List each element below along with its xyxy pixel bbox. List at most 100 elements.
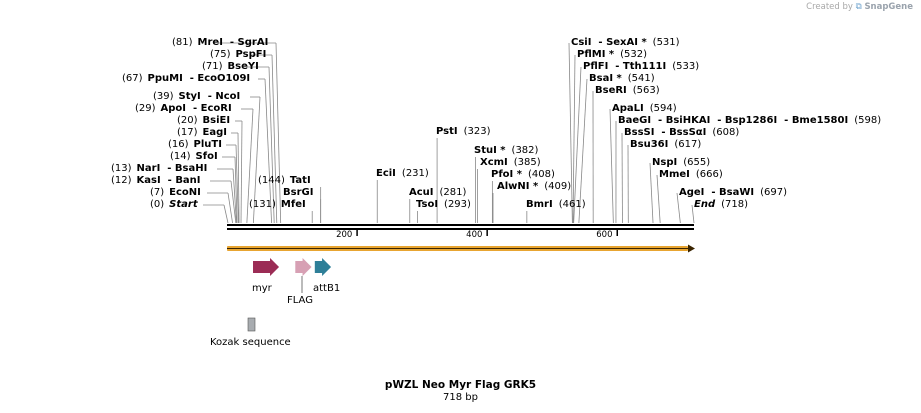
leader-line (230, 180, 237, 224)
feature-label-flag: FLAG (287, 295, 313, 306)
enzyme-name: End (694, 199, 716, 210)
leader-line (235, 144, 239, 224)
enzyme-site-label[interactable]: (39)StyI - NcoI (153, 91, 241, 102)
enzyme-site-label[interactable]: BmrI(461) (526, 199, 586, 211)
leader-line (609, 108, 614, 224)
enzyme-site-label[interactable]: BssSI - BssSαI(608) (624, 127, 740, 138)
enzyme-site-label[interactable]: StuI *(382) (474, 145, 538, 157)
enzyme-site-label[interactable]: BseRI(563) (595, 85, 660, 97)
enzyme-name: PflFI (583, 61, 609, 72)
feature-arrow-myr (253, 258, 280, 276)
enzyme-name: EagI (202, 127, 227, 138)
site-position: (408) (527, 169, 555, 180)
enzyme-site-label[interactable]: NspI(655) (652, 157, 710, 169)
site-position: (144) (258, 175, 285, 186)
enzyme-name: BmrI (526, 199, 553, 210)
enzyme-site-label[interactable]: BaeGI - BsiHKAI - Bsp1286I - Bme1580I(59… (618, 115, 882, 126)
enzyme-name: SgrAI (237, 37, 269, 48)
leader-line (275, 42, 282, 224)
enzyme-site-label[interactable]: PfoI *(408) (491, 169, 555, 181)
site-position: (13) (111, 163, 132, 174)
enzyme-name: TsoI (416, 199, 439, 210)
leader-line (578, 78, 588, 224)
enzyme-site-label[interactable]: (12)KasI - BanI (111, 175, 201, 186)
leader-line (252, 96, 261, 224)
site-position: (12) (111, 175, 132, 186)
leader-line (691, 204, 695, 224)
enzyme-site-label[interactable]: ApaLI(594) (612, 103, 677, 115)
enzyme-site-label[interactable]: (13)NarI - BsaHI (111, 163, 208, 174)
leader-line (568, 42, 573, 224)
enzyme-name: AcuI (409, 187, 434, 198)
enzyme-site-label[interactable]: (81)MreI - SgrAI (172, 37, 269, 48)
site-position: (131) (249, 199, 276, 210)
enzyme-name: SexAI * (606, 37, 647, 48)
site-position: (16) (168, 139, 189, 150)
site-position: (617) (674, 139, 702, 150)
site-position: (563) (632, 85, 660, 96)
enzyme-site-label[interactable]: PstI(323) (436, 126, 491, 138)
enzyme-name: Bsp1286I (724, 115, 778, 126)
enzyme-name: Bme1580I (791, 115, 849, 126)
enzyme-site-label[interactable]: (144) TatI (258, 175, 311, 187)
site-position: (697) (760, 187, 787, 198)
site-position: (594) (649, 103, 677, 114)
enzyme-site-label[interactable]: End(718) (694, 199, 748, 211)
enzyme-name: BanI (175, 175, 201, 186)
leader-line (223, 204, 229, 224)
enzyme-name: EcoRI (200, 103, 232, 114)
enzyme-site-label[interactable]: BsrGI (283, 187, 313, 199)
enzyme-name: BsaI * (589, 73, 622, 84)
enzyme-site-label[interactable]: (16)PluTI (168, 139, 222, 151)
enzyme-site-label[interactable]: (75)PspFI (210, 49, 266, 61)
site-position: (231) (401, 168, 429, 179)
site-position: (14) (170, 151, 191, 162)
enzyme-site-label[interactable]: AcuI(281) (409, 187, 466, 199)
site-position: (20) (177, 115, 198, 126)
enzyme-site-label[interactable]: (67)PpuMI - EcoO109I (122, 73, 251, 84)
enzyme-site-label[interactable]: EciI (231) (376, 168, 429, 180)
enzyme-name: BsaWI (719, 187, 755, 198)
enzyme-site-label[interactable]: MmeI(666) (659, 169, 723, 181)
enzyme-site-label[interactable]: (29)ApoI - EcoRI (135, 103, 232, 114)
enzyme-name: KasI (136, 175, 161, 186)
leader-line (227, 192, 233, 224)
backbone-bottom-strand (227, 228, 694, 230)
enzyme-site-label[interactable]: (17)EagI (177, 127, 227, 139)
plasmid-name: pWZL Neo Myr Flag GRK5 (384, 379, 537, 391)
leader-line (573, 66, 582, 224)
enzyme-site-label[interactable]: TsoI(293) (416, 199, 471, 211)
enzyme-site-label[interactable]: (20) BsiEI (177, 115, 230, 127)
enzyme-name: Start (169, 199, 198, 210)
enzyme-site-label[interactable]: (131)MfeI (249, 199, 306, 211)
site-position: (67) (122, 73, 143, 84)
site-position: (531) (652, 37, 680, 48)
enzyme-site-label[interactable]: BsaI *(541) (589, 73, 655, 85)
enzyme-site-label[interactable]: (7)EcoNI (150, 187, 201, 199)
enzyme-name: AgeI (679, 187, 705, 198)
enzyme-site-label[interactable]: AgeI - BsaWI(697) (679, 187, 787, 198)
site-position: (533) (672, 61, 700, 72)
site-position: (39) (153, 91, 174, 102)
enzyme-site-label[interactable]: AlwNI *(409) (497, 181, 571, 193)
enzyme-name: BaeGI (618, 115, 652, 126)
enzyme-name: EciI (376, 168, 396, 179)
feature-arrow-attb1 (314, 258, 332, 276)
enzyme-name: NarI (136, 163, 161, 174)
enzyme-site-label[interactable]: Bsu36I(617) (630, 139, 701, 151)
enzyme-name: BssSαI (669, 127, 707, 138)
enzyme-site-label[interactable]: (0)Start (150, 199, 198, 211)
kozak-label: Kozak sequence (210, 337, 291, 348)
enzyme-name: BsiEI (202, 115, 231, 126)
enzyme-site-label[interactable]: (71)BseYI (202, 61, 259, 73)
leader-line (268, 66, 275, 224)
enzyme-name: TatI (289, 175, 311, 186)
enzyme-site-label[interactable]: PflMI *(532) (577, 49, 647, 61)
enzyme-site-label[interactable]: XcmI(385) (480, 157, 541, 169)
enzyme-site-label[interactable]: CsiI - SexAI *(531) (571, 37, 680, 48)
enzyme-name: BsrGI (283, 187, 314, 198)
enzyme-site-label[interactable]: PflFI - Tth111I(533) (583, 61, 700, 72)
enzyme-site-label[interactable]: (14)SfoI (170, 151, 218, 163)
leader-line (656, 174, 661, 224)
